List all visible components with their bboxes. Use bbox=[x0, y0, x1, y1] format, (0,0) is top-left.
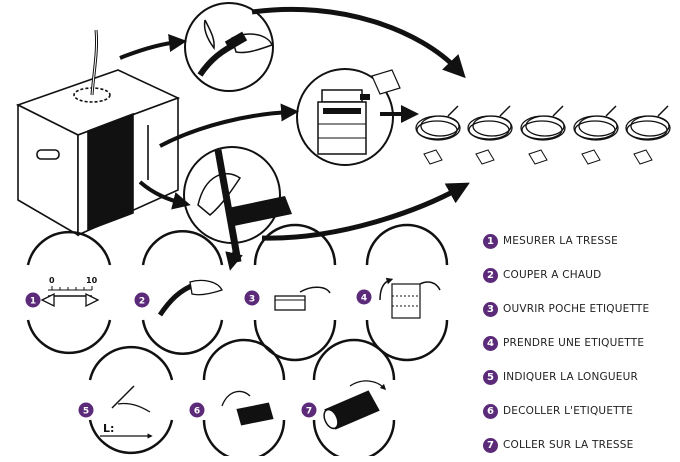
svg-text:4: 4 bbox=[361, 294, 367, 304]
legend-step-5: 5 INDIQUER LA LONGUEUR bbox=[483, 360, 678, 394]
step-badge-4: 4 bbox=[357, 290, 372, 305]
step-label: COLLER SUR LA TRESSE bbox=[503, 439, 633, 451]
step-badge-6: 6 bbox=[190, 403, 205, 418]
label-printer-circle bbox=[297, 69, 400, 165]
legend-step-4: 4 PRENDRE UNE ETIQUETTE bbox=[483, 326, 678, 360]
step-number: 4 bbox=[483, 336, 498, 351]
step-badge-1: 1 bbox=[26, 293, 41, 308]
svg-text:7: 7 bbox=[306, 407, 312, 417]
svg-text:1: 1 bbox=[30, 297, 36, 307]
svg-text:3: 3 bbox=[249, 295, 255, 305]
svg-text:2: 2 bbox=[139, 297, 145, 307]
coiled-braid bbox=[574, 106, 618, 164]
legend-step-7: 7 COLLER SUR LA TRESSE bbox=[483, 428, 678, 462]
step-label: DECOLLER L'ETIQUETTE bbox=[503, 405, 633, 417]
step-3-circle bbox=[255, 225, 335, 360]
braid-spool-box bbox=[18, 30, 178, 235]
step-legend: 1 MESURER LA TRESSE 2 COUPER A CHAUD 3 OUVR… bbox=[483, 224, 678, 462]
step-6-circle bbox=[204, 340, 284, 456]
step-label: MESURER LA TRESSE bbox=[503, 235, 618, 247]
legend-step-3: 3 OUVRIR POCHE ETIQUETTE bbox=[483, 292, 678, 326]
step-7-circle bbox=[314, 340, 394, 456]
step-label: COUPER A CHAUD bbox=[503, 269, 601, 281]
step-badge-3: 3 bbox=[245, 291, 260, 306]
step-2-circle bbox=[143, 231, 222, 353]
step-number: 1 bbox=[483, 234, 498, 249]
coiled-braids-row bbox=[416, 106, 670, 164]
step-badge-5: 5 bbox=[79, 403, 94, 418]
step-label: INDIQUER LA LONGUEUR bbox=[503, 371, 638, 383]
step-label: PRENDRE UNE ETIQUETTE bbox=[503, 337, 644, 349]
legend-step-2: 2 COUPER A CHAUD bbox=[483, 258, 678, 292]
coiled-braid bbox=[416, 106, 460, 164]
legend-step-6: 6 DECOLLER L'ETIQUETTE bbox=[483, 394, 678, 428]
step-badge-7: 7 bbox=[302, 403, 317, 418]
step-1-circle bbox=[28, 232, 110, 353]
length-mark-label: L: bbox=[103, 422, 114, 435]
step-number: 5 bbox=[483, 370, 498, 385]
step-badges: 1 2 3 4 5 6 7 bbox=[26, 290, 372, 418]
step-number: 3 bbox=[483, 302, 498, 317]
coiled-braid bbox=[468, 106, 512, 164]
step-5-circle bbox=[90, 347, 172, 453]
step-badge-2: 2 bbox=[135, 293, 150, 308]
step-4-circle bbox=[367, 225, 447, 360]
coiled-braid bbox=[521, 106, 565, 164]
svg-text:5: 5 bbox=[83, 407, 89, 417]
step-number: 7 bbox=[483, 438, 498, 453]
hot-cut-circle bbox=[185, 3, 273, 91]
legend-step-1: 1 MESURER LA TRESSE bbox=[483, 224, 678, 258]
step-number: 6 bbox=[483, 404, 498, 419]
step-number: 2 bbox=[483, 268, 498, 283]
svg-text:6: 6 bbox=[194, 407, 200, 417]
coiled-braid bbox=[626, 106, 670, 164]
label-application-circle bbox=[184, 147, 292, 262]
scale-start-label: 0 bbox=[49, 276, 55, 285]
step-label: OUVRIR POCHE ETIQUETTE bbox=[503, 303, 649, 315]
scale-end-label: 10 bbox=[86, 276, 98, 285]
